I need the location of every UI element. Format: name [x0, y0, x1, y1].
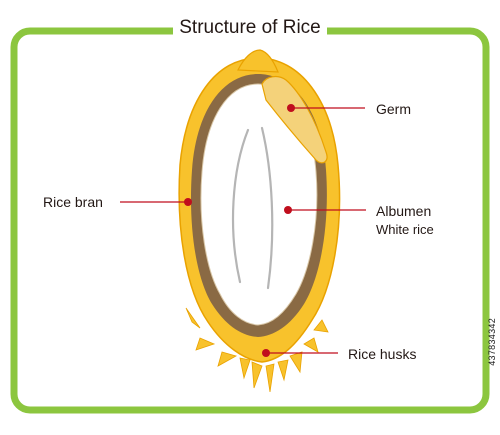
husk-tip: [237, 49, 279, 73]
rice-bran-label: Rice bran: [43, 194, 103, 210]
grain-line-left: [231, 128, 250, 284]
white-rice-label: White rice: [376, 222, 434, 237]
diagram-title-text: Structure of Rice: [173, 17, 327, 38]
germ: [261, 75, 328, 164]
albumen: [200, 83, 318, 326]
rice-bran-marker-dot: [184, 198, 192, 206]
husk-bristles: [185, 307, 329, 393]
rice-husks-label: Rice husks: [348, 346, 417, 362]
diagram-title: Structure of Rice: [0, 17, 500, 39]
albumen-label: Albumen: [376, 203, 432, 219]
rice-husks-marker-dot: [262, 349, 270, 357]
germ-marker-dot: [287, 104, 295, 112]
grain-line-right: [260, 126, 274, 290]
stock-image-id: 437834342: [487, 318, 497, 366]
albumen-marker-dot: [284, 206, 292, 214]
germ-label: Germ: [376, 101, 411, 117]
